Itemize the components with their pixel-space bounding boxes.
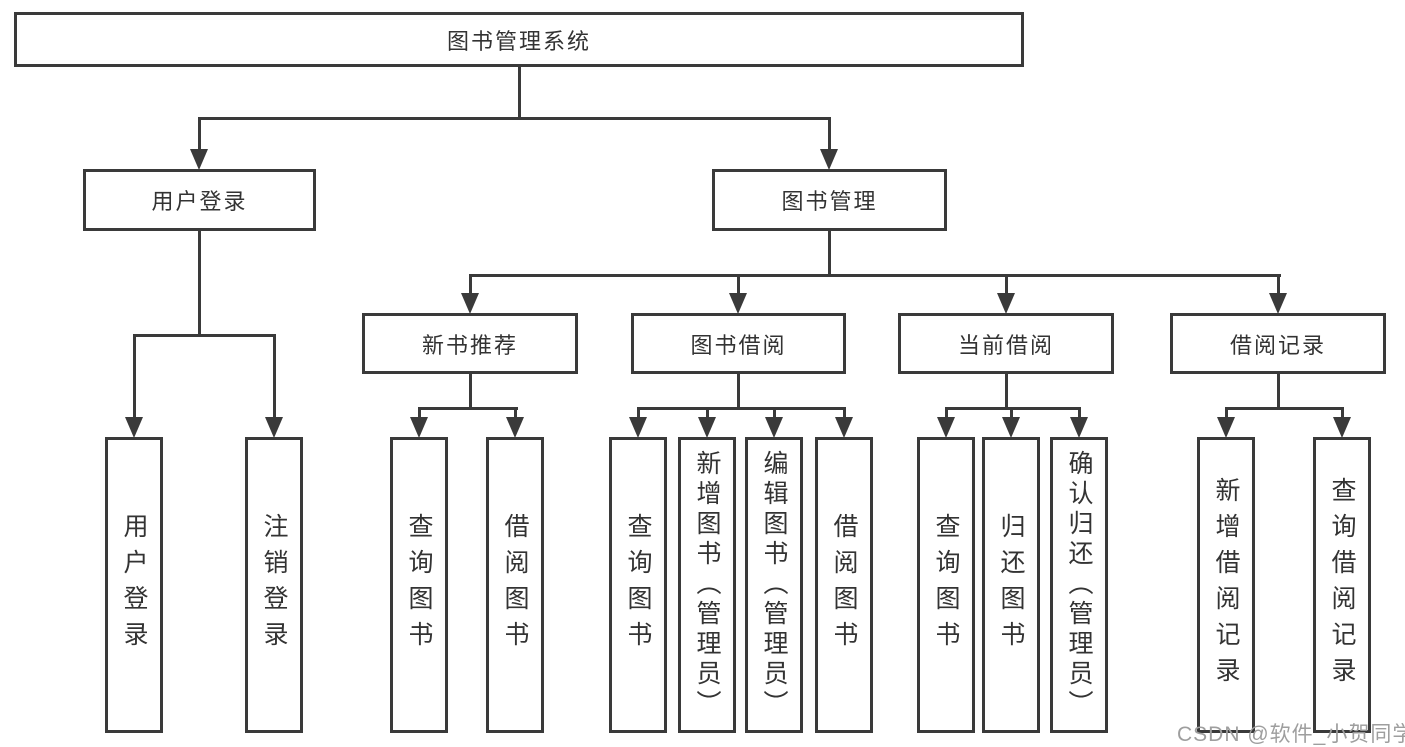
arrow-down-icon bbox=[461, 293, 479, 314]
arrow-down-icon bbox=[410, 417, 428, 438]
connector-line bbox=[945, 407, 1081, 410]
connector-line bbox=[469, 274, 1281, 277]
leaf-logout: 注销登录 bbox=[245, 437, 303, 733]
node-current-borrow: 当前借阅 bbox=[898, 313, 1114, 374]
connector-line bbox=[1010, 407, 1013, 421]
connector-line bbox=[514, 407, 517, 421]
connector-line bbox=[469, 274, 472, 296]
arrow-down-icon bbox=[997, 293, 1015, 314]
arrow-down-icon bbox=[629, 417, 647, 438]
leaf-query-books: 查询图书 bbox=[390, 437, 448, 733]
arrow-down-icon bbox=[820, 149, 838, 170]
connector-line bbox=[737, 274, 740, 296]
arrow-down-icon bbox=[1269, 293, 1287, 314]
arrow-down-icon bbox=[729, 293, 747, 314]
leaf-borrow-books: 借阅图书 bbox=[815, 437, 873, 733]
connector-line bbox=[1005, 374, 1008, 410]
connector-line bbox=[198, 231, 201, 337]
leaf-user-login: 用户登录 bbox=[105, 437, 163, 733]
leaf-return-books: 归还图书 bbox=[982, 437, 1040, 733]
node-library-system: 图书管理系统 bbox=[14, 12, 1024, 67]
connector-line bbox=[637, 407, 846, 410]
arrow-down-icon bbox=[835, 417, 853, 438]
leaf-add-books-admin: 新增图书（管理员） bbox=[678, 437, 736, 733]
node-new-book-recommend: 新书推荐 bbox=[362, 313, 578, 374]
connector-line bbox=[133, 334, 136, 419]
connector-line bbox=[1078, 407, 1081, 421]
connector-line bbox=[133, 334, 276, 337]
arrow-down-icon bbox=[1217, 417, 1235, 438]
connector-line bbox=[418, 407, 518, 410]
leaf-confirm-return-admin: 确认归还（管理员） bbox=[1050, 437, 1108, 733]
leaf-query-books: 查询图书 bbox=[917, 437, 975, 733]
node-book-borrow: 图书借阅 bbox=[631, 313, 846, 374]
connector-line bbox=[1277, 274, 1280, 296]
connector-line bbox=[945, 407, 948, 421]
connector-line bbox=[1225, 407, 1343, 410]
arrow-down-icon bbox=[506, 417, 524, 438]
arrow-down-icon bbox=[1002, 417, 1020, 438]
arrow-down-icon bbox=[190, 149, 208, 170]
connector-line bbox=[706, 407, 709, 421]
leaf-borrow-books: 借阅图书 bbox=[486, 437, 544, 733]
connector-line bbox=[828, 231, 831, 277]
leaf-query-books: 查询图书 bbox=[609, 437, 667, 733]
node-user-login: 用户登录 bbox=[83, 169, 316, 231]
connector-line bbox=[469, 374, 472, 410]
arrow-down-icon bbox=[698, 417, 716, 438]
arrow-down-icon bbox=[125, 417, 143, 438]
connector-line bbox=[828, 117, 831, 152]
connector-line bbox=[637, 407, 640, 421]
connector-line bbox=[273, 334, 276, 419]
connector-line bbox=[737, 374, 740, 410]
node-book-management: 图书管理 bbox=[712, 169, 947, 231]
arrow-down-icon bbox=[1333, 417, 1351, 438]
leaf-query-borrow-record: 查询借阅记录 bbox=[1313, 437, 1371, 733]
connector-line bbox=[843, 407, 846, 421]
connector-line bbox=[1225, 407, 1228, 421]
connector-line bbox=[418, 407, 421, 421]
arrow-down-icon bbox=[937, 417, 955, 438]
arrow-down-icon bbox=[265, 417, 283, 438]
leaf-edit-books-admin: 编辑图书（管理员） bbox=[745, 437, 803, 733]
leaf-add-borrow-record: 新增借阅记录 bbox=[1197, 437, 1255, 733]
csdn-watermark: CSDN @软件_小贺同学 bbox=[1177, 723, 1405, 746]
connector-line bbox=[1341, 407, 1344, 421]
connector-line bbox=[773, 407, 776, 421]
node-borrow-record: 借阅记录 bbox=[1170, 313, 1386, 374]
arrow-down-icon bbox=[765, 417, 783, 438]
connector-line bbox=[198, 117, 831, 120]
connector-line bbox=[1277, 374, 1280, 410]
arrow-down-icon bbox=[1070, 417, 1088, 438]
connector-line bbox=[1005, 274, 1008, 296]
connector-line bbox=[518, 67, 521, 119]
connector-line bbox=[198, 117, 201, 152]
